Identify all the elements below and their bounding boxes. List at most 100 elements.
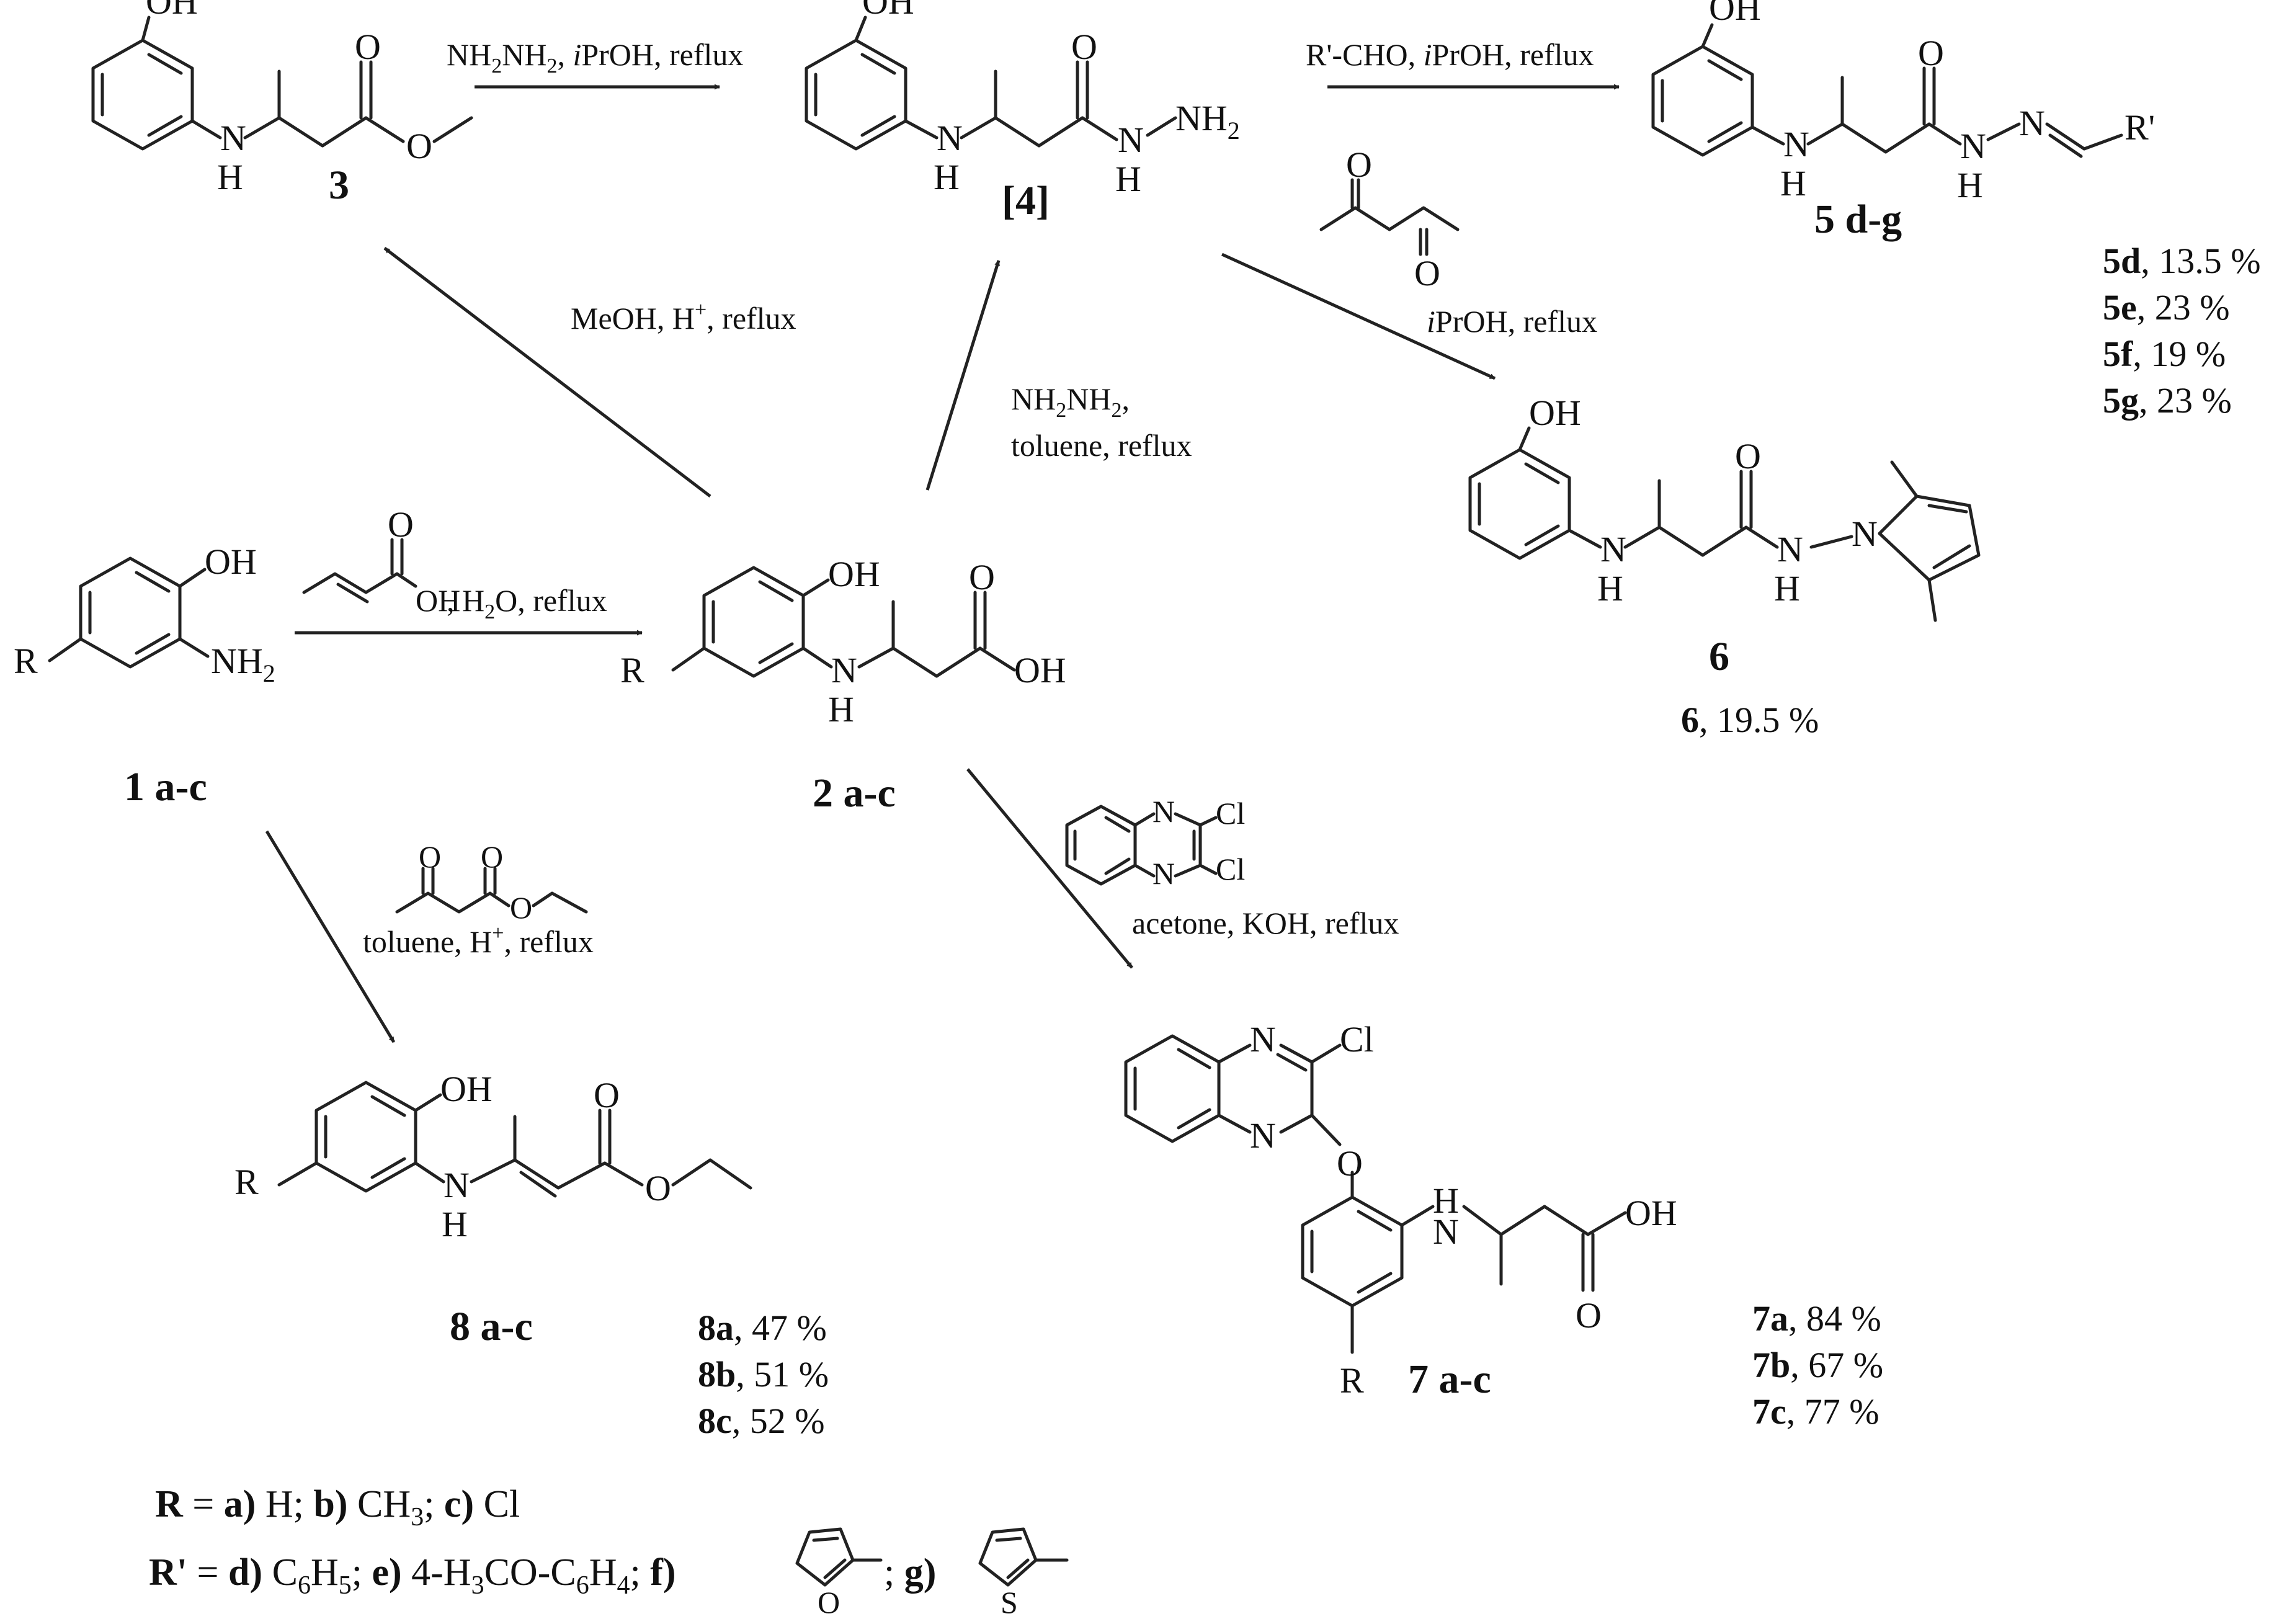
reagent-toluene-reflux: toluene, reflux	[1011, 428, 1192, 463]
yield-list-7: 7a, 84 % 7b, 67 % 7c, 77 %	[1752, 1298, 1883, 1432]
atom-label: N	[1118, 120, 1144, 160]
atom-label: OH	[1529, 393, 1581, 433]
substituent-rprime-legend-g: ; g)	[884, 1551, 936, 1594]
atom-label: OH	[146, 0, 198, 22]
atom-label: O	[510, 890, 532, 925]
atom-label: O	[1337, 1143, 1363, 1184]
reagent-water: , H2O, reflux	[447, 583, 607, 623]
atom-label: N	[1250, 1019, 1276, 1060]
yield-7b: 7b, 67 %	[1752, 1345, 1883, 1385]
atom-label: N	[1153, 794, 1175, 829]
atom-label: H	[1433, 1180, 1459, 1221]
atom-label: Cl	[1340, 1019, 1374, 1060]
atom-label: O	[406, 126, 432, 166]
atom-label: N	[2019, 103, 2045, 143]
reagent-dichloroquinoxaline: N N Cl Cl	[1065, 794, 1245, 891]
structure-compound-7: N N Cl O H N OH O R 7 a-c	[1124, 1019, 1677, 1402]
atom-label: H	[1597, 568, 1623, 609]
yield-list-5: 5d, 13.5 % 5e, 23 % 5f, 19 % 5g, 23 %	[2103, 241, 2261, 421]
reagent-crotonic-acid: O OH	[302, 504, 460, 618]
atom-label: Cl	[1216, 852, 1245, 886]
reagent-aldehyde: R'-CHO, iPrOH, reflux	[1306, 37, 1594, 72]
atom-label: N	[1433, 1211, 1459, 1252]
reagent-hydrazine-ipr: NH2NH2, iPrOH, reflux	[447, 37, 743, 78]
atom-label: N	[937, 118, 963, 158]
atom-label: OH	[862, 0, 914, 22]
atom-label: OH	[416, 583, 460, 618]
reagent-ethyl-acetoacetate: O O O	[395, 839, 588, 925]
atom-label: H	[442, 1204, 468, 1244]
thiophene-ring-icon: S	[978, 1527, 1069, 1620]
compound-label: 8 a-c	[450, 1304, 533, 1349]
atom-label: H	[1774, 568, 1800, 609]
atom-label: R'	[2125, 107, 2155, 148]
structure-compound-3: OH N H O O 3	[91, 0, 473, 208]
compound-label: 1 a-c	[124, 764, 207, 810]
structure-compound-5: OH N H O N H N R' 5 d-g	[1651, 0, 2155, 242]
atom-label: OH	[205, 542, 257, 582]
atom-label: NH2	[211, 641, 275, 687]
reagent-ipr-reflux: iPrOH, reflux	[1427, 304, 1597, 339]
substituent-rprime-legend: R' = d) C6H5; e) 4-H3CO-C6H4; f)	[149, 1551, 676, 1600]
arrow-2-to-7	[966, 768, 1133, 969]
yield-5f: 5f, 19 %	[2103, 334, 2226, 374]
furan-ring-icon: O	[795, 1527, 883, 1620]
arrow-4-to-6	[1221, 252, 1496, 380]
structure-compound-1: OH NH2 R 1 a-c	[14, 542, 275, 810]
reagent-acetone-koh: acetone, KOH, reflux	[1132, 906, 1399, 940]
atom-label: NH2	[1175, 98, 1240, 145]
compound-label: 2 a-c	[813, 770, 896, 816]
yield-8b: 8b, 51 %	[698, 1354, 829, 1394]
compound-label: 3	[329, 163, 349, 208]
yield-7c: 7c, 77 %	[1752, 1391, 1879, 1432]
atom-label: H	[1780, 163, 1806, 203]
yield-8c: 8c, 52 %	[698, 1401, 825, 1441]
atom-label: N	[1153, 856, 1175, 891]
structure-compound-2: OH N H O OH R 2 a-c	[620, 554, 1066, 816]
atom-label: O	[818, 1585, 840, 1620]
atom-label: R	[1340, 1360, 1364, 1401]
atom-label: O	[355, 27, 381, 67]
compound-label: 5 d-g	[1814, 197, 1902, 242]
atom-label: H	[217, 157, 243, 197]
arrow-1-to-8	[265, 830, 396, 1043]
atom-label: O	[1918, 33, 1944, 73]
atom-label: N	[1777, 529, 1803, 569]
atom-label: H	[1115, 159, 1141, 199]
atom-label: Cl	[1216, 796, 1245, 831]
atom-label: N	[1852, 514, 1878, 554]
atom-label: R	[234, 1162, 259, 1202]
atom-label: OH	[1014, 650, 1066, 690]
atom-label: O	[1414, 253, 1440, 293]
yield-6: 6, 19.5 %	[1681, 700, 1819, 740]
atom-label: O	[419, 839, 441, 874]
atom-label: N	[220, 118, 246, 158]
atom-label: N	[1600, 529, 1626, 569]
structure-compound-8: OH N H O O R 8 a-c	[234, 1069, 752, 1349]
atom-label: O	[1071, 27, 1097, 67]
atom-label: OH	[1709, 0, 1761, 28]
atom-label: O	[645, 1168, 671, 1208]
arrow-2-to-3	[383, 247, 711, 497]
yield-8a: 8a, 47 %	[698, 1308, 827, 1348]
atom-label: H	[828, 689, 854, 729]
atom-label: N	[1960, 126, 1986, 166]
structure-compound-4: OH N H O N H NH2 [4]	[805, 0, 1240, 223]
compound-label: 6	[1709, 634, 1729, 679]
atom-label: O	[1735, 436, 1761, 476]
atom-label: OH	[828, 554, 880, 594]
structure-compound-6: OH N H O N H N 6	[1468, 393, 1981, 679]
atom-label: O	[1576, 1295, 1602, 1336]
atom-label: OH	[1625, 1193, 1677, 1233]
atom-label: O	[969, 557, 995, 597]
atom-label: R	[14, 641, 38, 681]
atom-label: N	[1250, 1115, 1276, 1156]
reagent-hexanedione: O O	[1319, 145, 1460, 293]
atom-label: OH	[440, 1069, 493, 1109]
atom-label: O	[1346, 145, 1372, 185]
atom-label: O	[594, 1075, 620, 1115]
atom-label: S	[1001, 1585, 1018, 1620]
atom-label: N	[831, 650, 857, 690]
arrow-2-to-4	[925, 260, 1001, 491]
